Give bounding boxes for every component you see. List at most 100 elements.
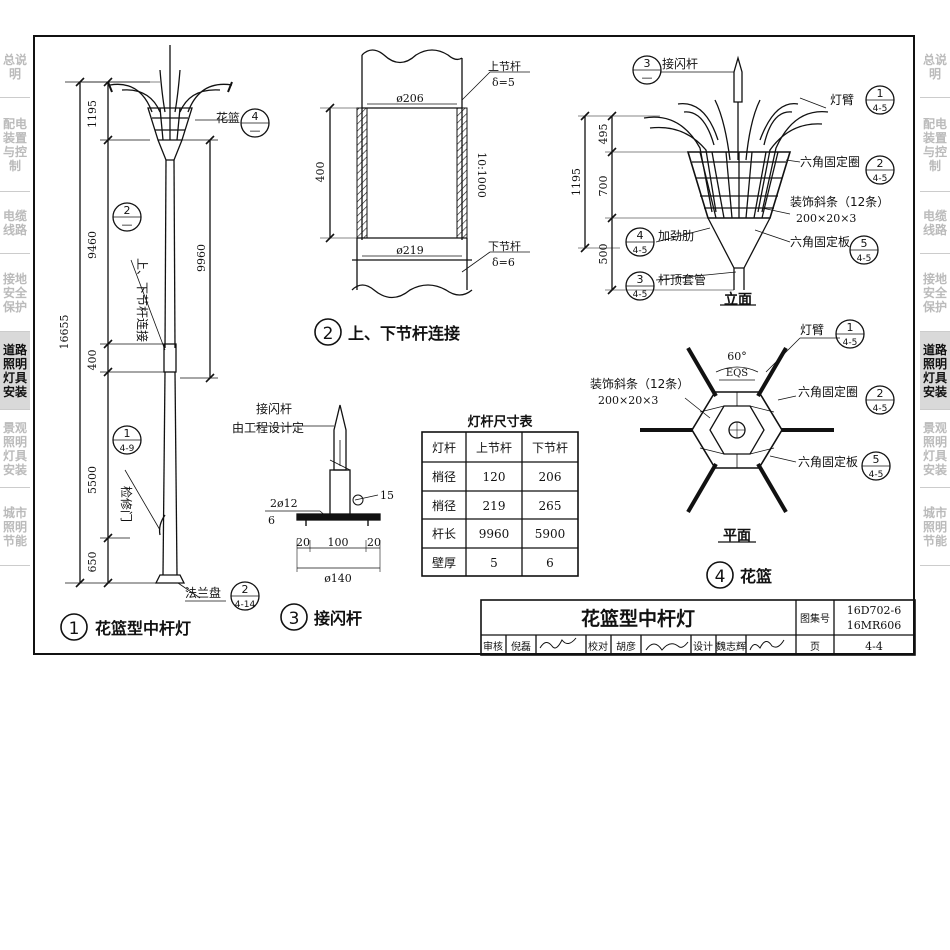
fig4-plan-plate: 六角固定板 [798, 454, 858, 469]
ref: 4-5 [857, 254, 872, 264]
ref: 4 [637, 229, 644, 242]
checker-name: 胡彦 [616, 640, 636, 653]
ref-joint-b: — [122, 218, 133, 231]
fig3-weld: 15 [380, 489, 394, 502]
fig4-plan-strip: 装饰斜条（12条） [590, 377, 689, 391]
fig3-bolt: 2ø12 [270, 497, 298, 510]
table-cell: 5900 [535, 527, 566, 541]
fig4-dim-495: 495 [597, 124, 610, 145]
table-cell: 219 [483, 499, 506, 513]
fig2-texts: 上节杆 δ=5 下节杆 δ=6 ø206 ø219 400 10:1000 [314, 59, 521, 269]
fig4-number: 4 [715, 567, 726, 587]
fig2-d1: ø206 [396, 92, 424, 105]
fig2-taper: 10:1000 [475, 152, 488, 198]
sidebar-item[interactable]: 配电装置与控制 [920, 98, 950, 192]
table-cell: 206 [539, 470, 562, 484]
sidebar-item[interactable]: 接地安全保护 [0, 254, 30, 332]
label-flange: 法兰盘 [185, 585, 221, 600]
size-table [421, 431, 579, 577]
ref: 4-5 [843, 338, 858, 348]
sidebar-item[interactable]: 电缆线路 [920, 192, 950, 254]
sidebar-item-active[interactable]: 道路照明灯具安装 [920, 332, 950, 410]
sidebar-item-active[interactable]: 道路照明灯具安装 [0, 332, 30, 410]
ref-flange-b: 4-14 [235, 600, 256, 610]
fig4-strip-label: 装饰斜条（12条） [790, 195, 889, 209]
label-joint: 上、下节杆连接 [135, 258, 150, 342]
ref-door-b: 4-9 [120, 444, 135, 454]
fig4-strip-size: 200×20×3 [796, 212, 856, 225]
fig3-number: 3 [289, 609, 300, 629]
dim-5500: 5500 [86, 466, 99, 494]
fig2-joint [320, 49, 530, 299]
dim-16655: 16655 [58, 315, 71, 350]
fig4-number-circle [706, 561, 734, 589]
fig3-w2: 100 [328, 536, 349, 549]
sidebar-item[interactable]: 城市照明节能 [0, 488, 30, 566]
fig2-title: 上、下节杆连接 [348, 324, 460, 343]
fig2-len: 400 [314, 162, 327, 183]
sidebar-right: 总说明 配电装置与控制 电缆线路 接地安全保护 道路照明灯具安装 景观照明灯具安… [920, 36, 950, 566]
dim-400: 400 [86, 350, 99, 371]
table-cell: 杆长 [432, 527, 456, 541]
fig4-dim-500: 500 [597, 244, 610, 265]
sidebar-item[interactable]: 景观照明灯具安装 [920, 410, 950, 488]
title-block-texts: 花篮型中杆灯 图集号 16D702-6 16MR606 页 4-4 审核 倪磊 … [483, 604, 901, 653]
fig2-upper-t: δ=5 [492, 76, 515, 89]
sidebar-item[interactable]: 景观照明灯具安装 [0, 410, 30, 488]
ref: 4-5 [873, 174, 888, 184]
fig4-sleeve-label: 杆顶套管 [658, 272, 706, 287]
fig3-texts: 接闪杆 由工程设计定 2ø12 15 6 20 100 20 ø140 [232, 401, 394, 585]
fig4-dim-700: 700 [597, 176, 610, 197]
ref-flange-a: 2 [242, 583, 249, 596]
sidebar-item[interactable]: 配电装置与控制 [0, 98, 30, 192]
dim-1195: 1195 [86, 100, 99, 128]
fig4-arm-label: 灯臂 [830, 93, 854, 107]
fig4-elev-title: 立面 [724, 291, 752, 308]
fig3-number-circle [280, 603, 308, 631]
fig3-thickness: 6 [268, 514, 275, 527]
sidebar-item[interactable]: 电缆线路 [0, 192, 30, 254]
label-door: 检修门 [119, 486, 134, 522]
ref-basket-a: 4 [252, 110, 259, 123]
table-cell: 5 [490, 556, 498, 570]
fig3-dia: ø140 [324, 572, 352, 585]
ref: 5 [861, 237, 868, 250]
sidebar-item[interactable]: 总说明 [920, 36, 950, 98]
ref: 4-5 [633, 246, 648, 256]
fig1-title: 花篮型中杆灯 [95, 619, 191, 638]
title-block [480, 599, 916, 656]
fig4-ring-label: 六角固定圈 [800, 154, 860, 169]
fig4-eqs: EQS [726, 368, 748, 379]
fig3-rod [254, 404, 381, 572]
check-label: 校对 [588, 640, 608, 653]
table-header: 灯杆 [432, 441, 456, 455]
drawing-title: 花篮型中杆灯 [581, 607, 695, 630]
page-label: 页 [810, 641, 820, 653]
fig3-w1: 20 [296, 536, 310, 549]
fig4-elev-refs: 3 — 1 4-5 2 4-5 5 4-5 4 4-5 3 4-5 [633, 57, 888, 300]
sidebar-item[interactable]: 总说明 [0, 36, 30, 98]
dim-9460: 9460 [86, 231, 99, 259]
atlas-no-2: 16MR606 [847, 619, 902, 632]
ref-door-a: 1 [124, 427, 131, 440]
ref: 4-5 [869, 470, 884, 480]
fig4-rod-label: 接闪杆 [662, 56, 698, 71]
fig3-note: 由工程设计定 [232, 420, 304, 435]
label-basket: 花篮 [216, 110, 240, 125]
fig4-plan-ring: 六角固定圈 [798, 384, 858, 399]
fig4-elev-texts: 接闪杆 灯臂 六角固定圈 装饰斜条（12条） 200×20×3 六角固定板 加劲… [570, 56, 889, 308]
fig4-plan-strip-size: 200×20×3 [598, 394, 658, 407]
ref: 3 [637, 273, 644, 286]
ref: 5 [873, 453, 880, 466]
sidebar-item[interactable]: 接地安全保护 [920, 254, 950, 332]
ref: 1 [877, 87, 884, 100]
size-table-texts: 灯杆尺寸表 灯杆 上节杆 下节杆 梢径 120 206 梢径 219 265 杆… [432, 414, 568, 570]
sidebar-item[interactable]: 城市照明节能 [920, 488, 950, 566]
fig4-dim-1195: 1195 [570, 168, 583, 196]
table-cell: 265 [539, 499, 562, 513]
atlas-no: 16D702-6 [847, 604, 902, 617]
table-header: 下节杆 [532, 441, 568, 455]
fig1-number: 1 [69, 619, 80, 639]
design-label: 设计 [693, 640, 713, 653]
